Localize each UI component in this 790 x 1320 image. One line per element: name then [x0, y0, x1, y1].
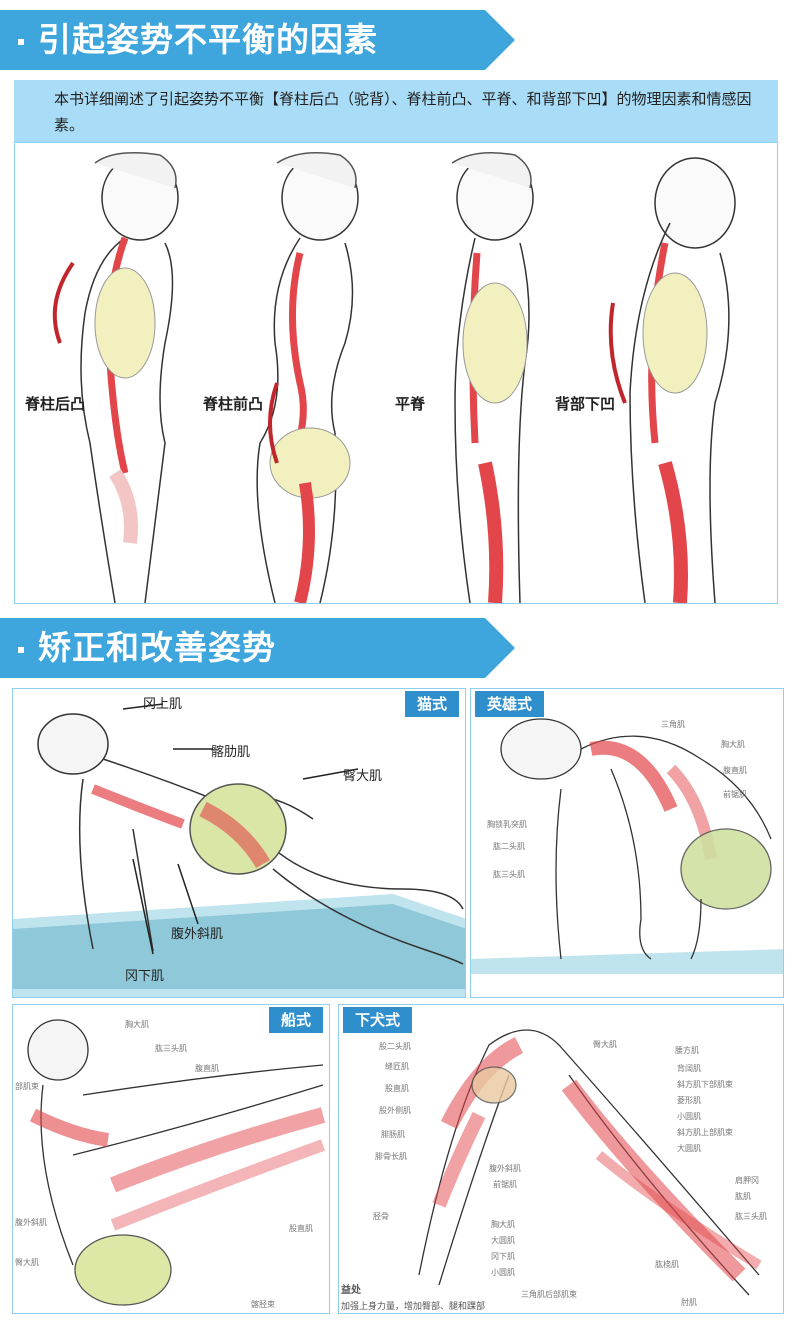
muscle-label: 三角肌后部肌束: [521, 1290, 577, 1299]
intro-box: 本书详细阐述了引起姿势不平衡【脊柱后凸（驼背）、脊柱前凸、平脊、和背部下凹】的物…: [14, 80, 778, 142]
pose-tag-downward-dog: 下犬式: [343, 1007, 413, 1033]
pose-tag-hero: 英雄式: [475, 691, 545, 717]
muscle-label: 小圆肌: [677, 1112, 701, 1121]
muscle-label: 背阔肌: [677, 1064, 701, 1073]
muscle-label: 腰方肌: [675, 1046, 699, 1055]
section-title: 矫正和改善姿势: [38, 628, 276, 667]
boat-pose-illustration: [27, 1019, 326, 1306]
posture-illustration: [52, 152, 736, 603]
muscle-label: 腹直肌: [195, 1064, 219, 1073]
section-title: 引起姿势不平衡的因素: [38, 20, 378, 59]
figure-sway-back: [608, 157, 736, 603]
posture-label-lordosis: 脊柱前凸: [203, 395, 264, 413]
muscle-label: 前锯肌: [723, 790, 747, 799]
muscle-label: 臀大肌: [593, 1040, 617, 1049]
muscle-label: 斜方肌下部肌束: [677, 1080, 733, 1089]
muscle-label: 股二头肌: [379, 1042, 411, 1051]
intro-text: 本书详细阐述了引起姿势不平衡【脊柱后凸（驼背）、脊柱前凸、平脊、和背部下凹】的物…: [54, 90, 752, 134]
benefit-title: 益处: [341, 1285, 361, 1296]
muscle-label: 髂胫束: [251, 1300, 275, 1309]
muscle-label: 大圆肌: [491, 1236, 515, 1245]
muscle-label: 冈下肌: [491, 1252, 515, 1261]
pose-tag-cat: 猫式: [404, 691, 459, 717]
muscle-label: 三角肌: [661, 720, 685, 729]
cat-pose-illustration: [13, 703, 465, 997]
muscle-label: 部肌束: [15, 1082, 39, 1091]
pose-panel-hero: 英雄式 三角肌 胸大肌 腹直肌 前锯肌 胸锁乳突肌 肱二头肌 肱三头肌: [470, 688, 784, 998]
muscle-label: 肱二头肌: [493, 842, 525, 851]
posture-label-kyphosis: 脊柱后凸: [25, 395, 86, 413]
muscle-label: 冈上肌: [143, 697, 183, 712]
section-banner-posture-causes: 引起姿势不平衡的因素: [0, 10, 515, 70]
muscle-label: 腹外斜肌: [489, 1164, 521, 1173]
figure-flat-back: [451, 152, 534, 603]
pose-panel-downward-dog: 下犬式 臀大肌 股二头肌 缝匠肌 股直肌 股外侧肌 腓肠肌 腓骨长肌 胫骨 腰方…: [338, 1004, 784, 1314]
posture-figures-panel: 脊柱后凸 脊柱前凸 平脊 背部下凹: [14, 142, 778, 604]
posture-label-sway-back: 背部下凹: [555, 395, 616, 413]
muscle-label: 肱肌: [735, 1192, 751, 1201]
muscle-label: 股直肌: [289, 1224, 313, 1233]
pose-panel-boat: 船式 胸大肌 肱三头肌 腹直肌 股直肌 髂胫束 腹外斜肌 臀大肌 部肌束: [12, 1004, 330, 1314]
muscle-label: 胸锁乳突肌: [487, 820, 527, 829]
bullet-icon: [18, 38, 24, 45]
muscle-label: 股直肌: [385, 1084, 409, 1093]
section-banner-posture-correction: 矫正和改善姿势: [0, 618, 515, 678]
muscle-label: 腹外斜肌: [15, 1218, 47, 1227]
muscle-label: 肘肌: [681, 1298, 697, 1307]
banner-arrow-shape: [0, 10, 515, 70]
figure-kyphosis: [52, 152, 179, 603]
muscle-label: 斜方肌上部肌束: [677, 1128, 733, 1137]
muscle-label: 胸大肌: [491, 1220, 515, 1229]
posture-label-flat-back: 平脊: [395, 395, 426, 413]
banner-arrow-shape: [0, 618, 515, 678]
muscle-label: 腹外斜肌: [171, 927, 224, 942]
muscle-label: 肱三头肌: [735, 1212, 767, 1221]
muscle-label: 肱三头肌: [155, 1044, 187, 1053]
muscle-label: 胸大肌: [721, 740, 745, 749]
muscle-label: 前锯肌: [493, 1180, 517, 1189]
muscle-label: 髂肋肌: [211, 745, 251, 760]
muscle-label: 腓骨长肌: [375, 1152, 407, 1161]
muscle-label: 胸大肌: [125, 1020, 149, 1029]
muscle-label: 腹直肌: [723, 766, 747, 775]
muscle-label: 肱桡肌: [655, 1260, 679, 1269]
muscle-label: 肩胛冈: [735, 1176, 759, 1185]
benefit-text: 加强上身力量，增加臀部、腿和踝部: [341, 1302, 486, 1312]
muscle-label: 腓肠肌: [381, 1130, 405, 1139]
muscle-label: 小圆肌: [491, 1268, 515, 1277]
muscle-label: 臀大肌: [15, 1258, 39, 1267]
pose-panel-cat: 猫式 冈上肌 髂肋肌 臀大肌 腹外斜肌 冈下肌: [12, 688, 466, 998]
downward-dog-illustration: [418, 1029, 762, 1296]
muscle-label: 冈下肌: [125, 969, 165, 984]
muscle-label: 缝匠肌: [385, 1062, 409, 1071]
muscle-label: 大圆肌: [677, 1144, 701, 1153]
figure-lordosis: [256, 152, 359, 603]
muscle-label: 臀大肌: [343, 769, 383, 784]
muscle-label: 股外侧肌: [379, 1106, 411, 1115]
hero-pose-illustration: [471, 718, 783, 974]
pose-tag-boat: 船式: [268, 1007, 323, 1033]
muscle-label: 胫骨: [373, 1212, 389, 1221]
muscle-label: 肱三头肌: [493, 870, 525, 879]
muscle-label: 菱形肌: [677, 1096, 701, 1105]
bullet-icon: [18, 646, 24, 653]
